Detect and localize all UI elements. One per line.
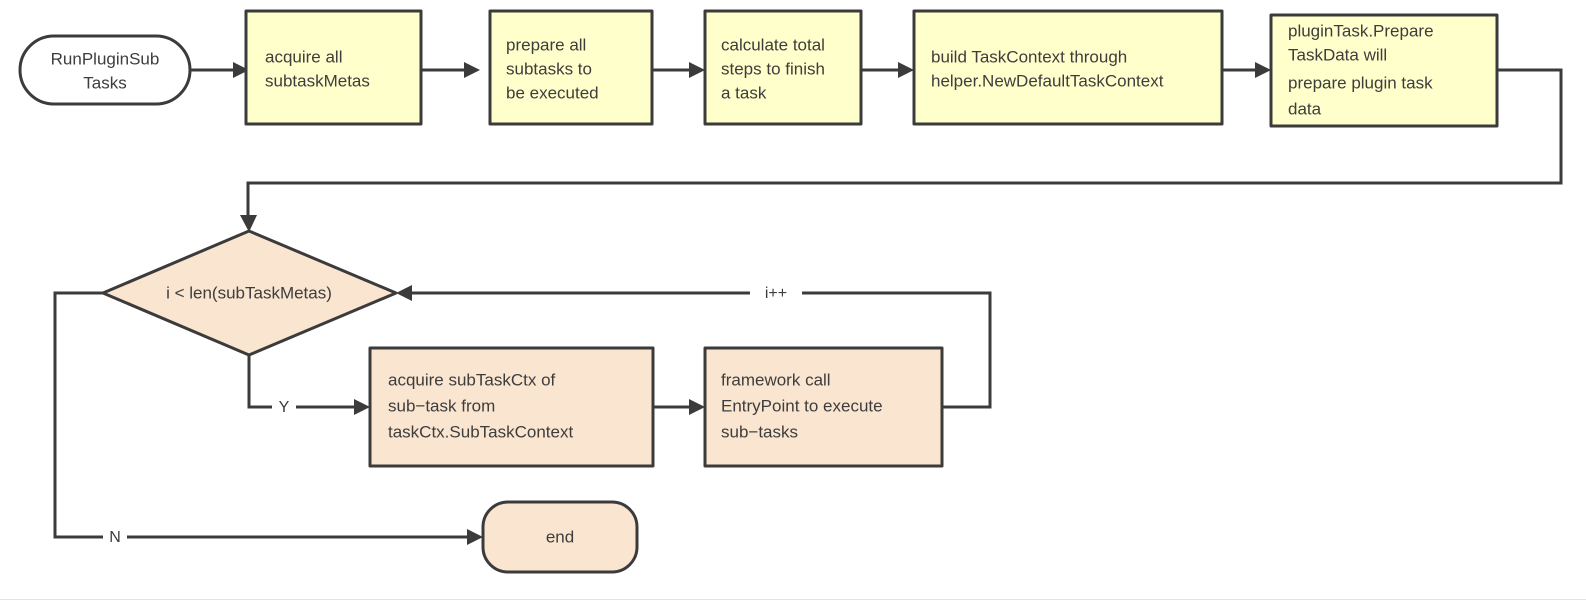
edge-prepare-plugin-data-to-loop-condition xyxy=(240,68,1563,232)
edge-label-no: N xyxy=(109,529,121,546)
node-build-taskcontext-label-line2: helper.NewDefaultTaskContext xyxy=(931,71,1164,90)
node-prepare-subtasks-shape[interactable] xyxy=(488,9,654,126)
node-calculate-steps-label-line1: calculate total xyxy=(721,35,825,54)
node-loop-condition[interactable]: i < len(subTaskMetas) xyxy=(101,229,398,357)
node-framework-call-label-line2: EntryPoint to execute xyxy=(721,396,883,415)
edge-build-taskcontext-to-prepare-plugin-data xyxy=(1222,62,1271,78)
node-calculate-steps-shape[interactable] xyxy=(703,9,863,126)
node-end[interactable]: end xyxy=(481,500,639,574)
node-calculate-steps-label-line3: a task xyxy=(721,83,767,102)
node-prepare-plugin-data-label-line2: TaskData will xyxy=(1288,45,1387,64)
node-start-shape[interactable] xyxy=(18,34,192,106)
edge-label-increment: i++ xyxy=(765,285,787,302)
edge-calculate-steps-to-build-taskcontext xyxy=(861,62,914,78)
node-loop-condition-shape[interactable] xyxy=(101,229,398,357)
node-prepare-plugin-data-label-line4: data xyxy=(1288,99,1322,118)
node-start-label-line1: RunPluginSub xyxy=(51,49,160,68)
node-acquire-metas-label-line2: subtaskMetas xyxy=(265,71,370,90)
edge-label-yes: Y xyxy=(279,399,290,416)
node-acquire-metas-shape[interactable] xyxy=(244,9,423,126)
node-acquire-subtaskctx-shape[interactable] xyxy=(368,346,655,468)
edge-start-to-acquire-metas xyxy=(190,62,249,78)
no-label-backdrop xyxy=(103,526,127,548)
node-prepare-plugin-data-shape[interactable] xyxy=(1269,13,1499,128)
node-acquire-subtaskctx-label-line2: sub−task from xyxy=(388,396,495,415)
edge-loop-condition-no-to-end: N xyxy=(53,291,483,548)
edge-prepare-subtasks-to-calculate-steps xyxy=(652,62,705,78)
node-acquire-subtaskctx-label-line1: acquire subTaskCtx of xyxy=(388,370,556,389)
node-start[interactable]: RunPluginSub Tasks xyxy=(18,34,192,106)
node-prepare-plugin-data-label-line3: prepare plugin task xyxy=(1288,73,1433,92)
edge-acquire-metas-to-prepare-subtasks xyxy=(421,62,480,78)
increment-label-backdrop xyxy=(750,282,802,304)
node-build-taskcontext-shape[interactable] xyxy=(912,9,1224,126)
node-start-label-line2: Tasks xyxy=(83,73,126,92)
edge-acquire-subtaskctx-to-framework-call xyxy=(653,399,705,415)
edge-framework-call-to-loop-condition-increment: i++ xyxy=(396,282,992,409)
node-framework-call-label-line1: framework call xyxy=(721,370,831,389)
node-framework-call-shape[interactable] xyxy=(703,346,944,468)
edge-loop-condition-yes-to-acquire-subtaskctx: Y xyxy=(247,356,370,418)
node-prepare-subtasks-label-line3: be executed xyxy=(506,83,599,102)
node-acquire-subtaskctx-label-line3: taskCtx.SubTaskContext xyxy=(388,422,573,441)
node-framework-call[interactable]: framework call EntryPoint to execute sub… xyxy=(703,346,944,468)
node-prepare-subtasks-label-line2: subtasks to xyxy=(506,59,592,78)
node-prepare-subtasks[interactable]: prepare all subtasks to be executed xyxy=(488,9,654,126)
node-acquire-subtaskctx[interactable]: acquire subTaskCtx of sub−task from task… xyxy=(368,346,655,468)
node-acquire-metas-label-line1: acquire all xyxy=(265,47,343,66)
node-framework-call-label-line3: sub−tasks xyxy=(721,422,798,441)
node-prepare-plugin-data[interactable]: pluginTask.Prepare TaskData will prepare… xyxy=(1269,13,1499,128)
node-calculate-steps-label-line2: steps to finish xyxy=(721,59,825,78)
yes-label-backdrop xyxy=(272,396,296,418)
node-calculate-steps[interactable]: calculate total steps to finish a task xyxy=(703,9,863,126)
node-acquire-metas[interactable]: acquire all subtaskMetas xyxy=(244,9,423,126)
node-build-taskcontext-label-line1: build TaskContext through xyxy=(931,47,1127,66)
node-prepare-plugin-data-label-line1: pluginTask.Prepare xyxy=(1288,21,1434,40)
node-build-taskcontext[interactable]: build TaskContext through helper.NewDefa… xyxy=(912,9,1224,126)
node-end-shape[interactable] xyxy=(481,500,639,574)
node-loop-condition-label: i < len(subTaskMetas) xyxy=(166,283,332,302)
node-prepare-subtasks-label-line1: prepare all xyxy=(506,35,586,54)
node-end-label: end xyxy=(546,527,574,546)
